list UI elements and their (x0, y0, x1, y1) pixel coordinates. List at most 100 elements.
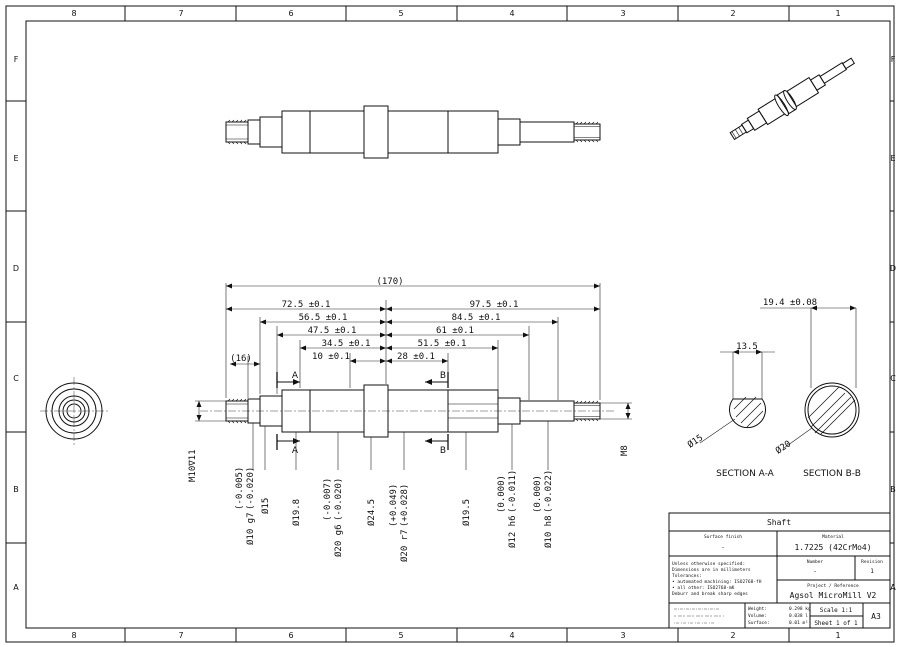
section-b-b: 19.4 ±0.08 Ø20 SECTION B-B (760, 298, 861, 479)
zone-right-A: A (890, 583, 896, 592)
dia-20r7: Ø20 r7 (399, 529, 410, 562)
dim-51-5: 51.5 ±0.1 (418, 339, 467, 349)
dim-84-5: 84.5 ±0.1 (452, 313, 501, 323)
signature-area (674, 608, 724, 624)
tb-surface-area-label: Surface: (748, 620, 770, 626)
extension-lines (225, 283, 601, 400)
dimension-arrows (226, 283, 600, 367)
section-marker-a-bottom: A (292, 446, 299, 456)
dimension-arrowhead (380, 332, 386, 338)
dimension-arrowhead (386, 358, 392, 364)
dimension-arrowhead (380, 306, 386, 312)
dim-10: 10 ±0.1 (312, 352, 350, 362)
tb-sheet: Sheet 1 of 1 (814, 620, 858, 627)
section-a-a: 13.5 Ø15 SECTION A-A (686, 342, 775, 479)
section-marker-b-bottom: B (440, 446, 446, 456)
dimension-arrowhead (386, 345, 392, 351)
tb-material-label: Material (822, 534, 844, 540)
dimension-arrowhead (254, 361, 260, 367)
dim-72-5: 72.5 ±0.1 (282, 300, 331, 310)
dimension-arrowhead (380, 319, 386, 325)
zone-top-5: 5 (398, 9, 403, 18)
section-markers: A A B B (276, 371, 449, 456)
end-view (40, 377, 108, 445)
dia-19-8: Ø19.8 (291, 499, 302, 526)
thread-dim-left: M10∇11 (188, 400, 226, 482)
dimension-labels: (170) 72.5 ±0.1 97.5 ±0.1 56.5 ±0.1 84.5… (230, 277, 518, 364)
dimension-arrowhead (594, 283, 600, 289)
zone-left-B: B (13, 485, 19, 494)
diameter-labels: Ø10 g7 (-0.005) (-0.020) Ø15 Ø19.8 Ø20 g… (235, 467, 554, 562)
zone-bottom-5: 5 (398, 631, 403, 640)
thread-dim-right: M8 (600, 402, 632, 456)
dim-28: 28 ±0.1 (397, 352, 435, 362)
dia-20g6-tol-top: (-0.007) (323, 478, 333, 521)
dimension-arrowhead (492, 345, 498, 351)
zone-bottom-7: 7 (178, 631, 183, 640)
section-b-flat: 19.4 ±0.08 (763, 298, 817, 308)
dimension-arrowhead (350, 358, 356, 364)
dimension-arrowhead (380, 358, 386, 364)
tb-revision-label: Revision (861, 559, 883, 565)
zone-bottom-6: 6 (288, 631, 293, 640)
dimension-arrowhead (226, 306, 232, 312)
main-view-shaft (200, 384, 615, 438)
dia-20r7-tol-bot: (+0.028) (400, 484, 410, 527)
top-view-shaft (225, 105, 601, 159)
dim-16: (16) (230, 354, 252, 364)
dia-19-5: Ø19.5 (461, 499, 472, 526)
zone-left-A: A (13, 583, 19, 592)
zone-bottom-3: 3 (620, 631, 625, 640)
tb-size: A3 (871, 612, 881, 621)
dia-12h6: Ø12 h6 (507, 515, 518, 548)
dimension-arrowhead (552, 319, 558, 325)
tb-weight-value: 0.298 kg (789, 606, 811, 612)
diameter-leaders (252, 421, 549, 470)
dia-10g7-tol-bot: (-0.020) (246, 467, 256, 510)
dia-24-5: Ø24.5 (366, 499, 377, 526)
title-block: Shaft Surface finish - Material 1.7225 (… (668, 512, 891, 629)
dia-20g6-tol-bot: (-0.020) (334, 478, 344, 521)
dia-12h6-tol-top: (0.000) (497, 475, 507, 513)
tb-surface-label: Surface finish (704, 534, 742, 540)
thread-right-label: M8 (620, 445, 630, 456)
zone-right-E: E (890, 154, 895, 163)
dim-47-5: 47.5 ±0.1 (308, 326, 357, 336)
tb-scale: Scale 1:1 (820, 607, 853, 614)
dia-10h8-tol-bot: (-0.022) (544, 470, 554, 513)
tb-note-4: • automated machining: ISO2768-fH (672, 579, 762, 585)
zone-left-F: F (14, 55, 19, 64)
tb-note-3: Tolerances: (672, 573, 702, 579)
dia-10h8-tol-top: (0.000) (533, 475, 543, 513)
tb-volume-value: 0.038 l (789, 613, 808, 619)
tb-title: Shaft (767, 518, 791, 527)
zone-bottom-1: 1 (835, 631, 840, 640)
tb-material-value: 1.7225 (42CrMo4) (794, 543, 871, 552)
tb-note-1: Unless otherwise specified: (672, 561, 745, 567)
zone-top-8: 8 (71, 9, 76, 18)
dim-56-5: 56.5 ±0.1 (299, 313, 348, 323)
dimension-arrowhead (523, 332, 529, 338)
dimension-arrowhead (380, 345, 386, 351)
section-a-dia: Ø15 (686, 432, 706, 450)
section-b-dia: Ø20 (774, 438, 794, 456)
zone-left-C: C (13, 374, 19, 383)
dia-20g6: Ø20 g6 (333, 524, 344, 557)
tb-project-value: Agsol MicroMill V2 (790, 591, 877, 600)
isometric-view (729, 57, 856, 141)
tb-note-5: • all other: ISO2768-mK (672, 585, 735, 591)
dimension-arrowhead (386, 332, 392, 338)
section-a-label: SECTION A-A (716, 469, 775, 479)
dimension-arrowhead (277, 332, 283, 338)
dimension-arrowhead (230, 361, 236, 367)
zone-left-D: D (13, 264, 19, 273)
zone-left-E: E (13, 154, 18, 163)
tb-project-label: Project / Reference (807, 583, 859, 589)
tb-weight-label: Weight: (748, 606, 767, 612)
tb-number-label: Number (807, 559, 824, 565)
zone-labels: 8 7 6 5 4 3 2 1 8 7 6 5 4 3 2 1 F E D C … (13, 9, 896, 640)
tb-surface-area-value: 0.01 m² (789, 620, 808, 626)
zone-bottom-4: 4 (509, 631, 514, 640)
zone-bottom-2: 2 (730, 631, 735, 640)
